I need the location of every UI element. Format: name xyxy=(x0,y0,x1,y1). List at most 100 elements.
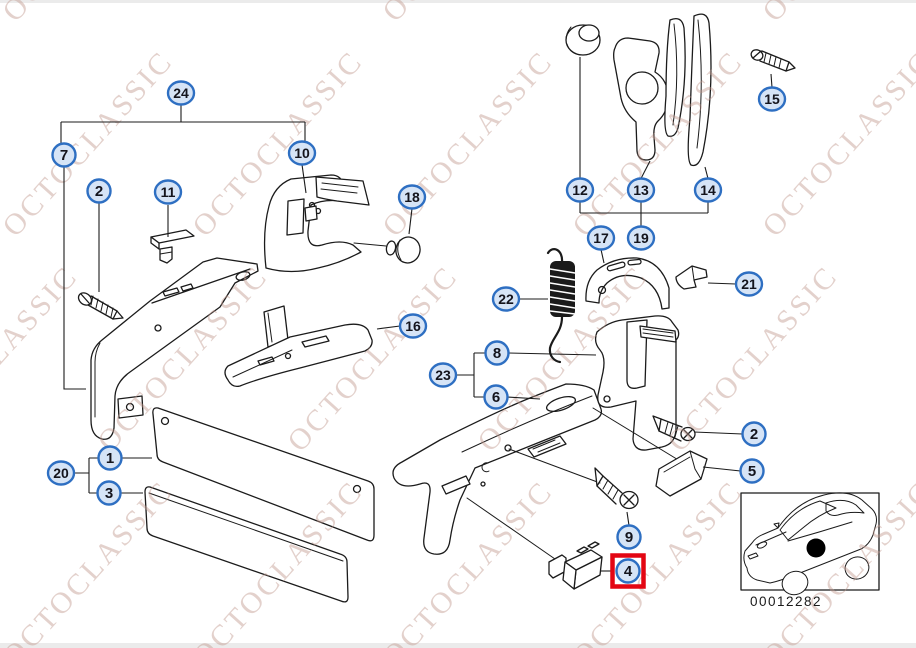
part-8-panel xyxy=(594,315,680,451)
top-edge xyxy=(0,0,916,3)
diagram-code: 00012282 xyxy=(750,594,822,609)
leader-8 xyxy=(508,352,597,356)
part-2-screw-right xyxy=(652,415,696,442)
callout-20-label: 20 xyxy=(53,465,69,481)
leader-23-bracket xyxy=(456,352,486,398)
callout-7[interactable]: 7 xyxy=(51,142,77,168)
leader-20-bracket xyxy=(74,457,99,494)
leader-24-bracket xyxy=(60,104,306,143)
callout-24-label: 24 xyxy=(173,85,189,101)
part-5-cover xyxy=(655,450,708,497)
watermark-text: OCTOCLASSIC xyxy=(0,0,180,28)
callout-14[interactable]: 14 xyxy=(693,177,723,203)
part-15-screw xyxy=(750,49,796,72)
part-16-rail xyxy=(224,305,373,388)
callout-13-label: 13 xyxy=(633,182,649,198)
callout-17[interactable]: 17 xyxy=(586,225,616,251)
callout-4-highlighted[interactable]: 4 xyxy=(615,558,641,584)
callout-16-label: 16 xyxy=(405,318,421,334)
watermark-text: OCTOCLASSIC xyxy=(376,474,559,648)
leader-21 xyxy=(707,282,737,285)
car-outline xyxy=(743,492,877,596)
callout-6[interactable]: 6 xyxy=(483,384,509,410)
callout-16[interactable]: 16 xyxy=(398,313,428,339)
part-3-panel xyxy=(144,486,349,603)
part-10-shell xyxy=(263,174,370,273)
callout-9-label: 9 xyxy=(625,529,633,546)
callout-20[interactable]: 20 xyxy=(46,460,76,486)
watermark-text: OCTOCLASSIC xyxy=(0,44,180,243)
callout-8-label: 8 xyxy=(493,345,501,362)
leader-10 xyxy=(301,164,307,194)
callout-2-left-label: 2 xyxy=(95,183,103,200)
part-9-screw xyxy=(594,467,639,510)
callout-12-label: 12 xyxy=(572,182,588,198)
callout-7-label: 7 xyxy=(60,147,68,164)
callout-22[interactable]: 22 xyxy=(491,286,521,312)
leader-14 xyxy=(704,166,709,179)
part-12-grommet xyxy=(565,24,601,56)
callouts-layer: 24 7 2 11 10 18 12 13 14 15 17 19 21 22 … xyxy=(46,80,787,584)
callout-10[interactable]: 10 xyxy=(287,140,317,166)
part-11-clip xyxy=(150,229,195,264)
callout-15-label: 15 xyxy=(764,91,780,107)
watermark-text: OCTOCLASSIC xyxy=(376,0,559,28)
callout-11[interactable]: 11 xyxy=(153,179,183,205)
callout-6-label: 6 xyxy=(492,389,500,406)
part-17-bracket xyxy=(585,257,670,310)
callout-1[interactable]: 1 xyxy=(97,445,123,471)
watermark-text: OCTOCLASSIC xyxy=(0,474,180,648)
callout-2-left[interactable]: 2 xyxy=(86,178,112,204)
callout-8[interactable]: 8 xyxy=(484,340,510,366)
callout-5-label: 5 xyxy=(748,463,756,480)
callout-10-label: 10 xyxy=(294,145,310,161)
part-4-cover xyxy=(548,541,603,590)
callout-18-label: 18 xyxy=(404,189,420,205)
callout-2-right-label: 2 xyxy=(750,426,758,443)
callout-9[interactable]: 9 xyxy=(616,524,642,550)
callout-3-label: 3 xyxy=(105,485,113,502)
parts-line-art xyxy=(77,13,880,603)
part-13-panel xyxy=(613,37,669,161)
leader-2-right xyxy=(693,431,743,435)
bottom-edge xyxy=(0,643,916,648)
callout-21-label: 21 xyxy=(741,276,757,292)
car-inset xyxy=(740,492,880,596)
callout-24[interactable]: 24 xyxy=(166,80,196,106)
watermark-text: OCTOCLASSIC xyxy=(756,44,916,243)
leader-18 xyxy=(408,208,413,235)
callout-14-label: 14 xyxy=(700,182,716,198)
part-2-screw-left xyxy=(77,292,124,320)
leader-16 xyxy=(376,325,401,330)
highlight-box[interactable] xyxy=(610,553,646,589)
leader-5 xyxy=(702,466,741,472)
leader-15 xyxy=(770,73,773,88)
callout-5[interactable]: 5 xyxy=(739,458,765,484)
callout-13[interactable]: 13 xyxy=(626,177,656,203)
callout-2-right[interactable]: 2 xyxy=(741,421,767,447)
callout-3[interactable]: 3 xyxy=(96,480,122,506)
part-7-panel xyxy=(90,257,259,440)
leader-7 xyxy=(63,166,86,390)
part-14-trims xyxy=(664,13,712,167)
callout-12[interactable]: 12 xyxy=(565,177,595,203)
part-1-panel xyxy=(152,407,375,542)
watermark-text: OCTOCLASSIC xyxy=(376,44,559,243)
callout-4-label: 4 xyxy=(624,563,633,580)
callout-23-label: 23 xyxy=(435,367,451,383)
callout-23[interactable]: 23 xyxy=(428,362,458,388)
part-18-knob xyxy=(353,236,421,264)
leader-17 xyxy=(600,249,605,264)
callout-21[interactable]: 21 xyxy=(734,271,764,297)
leader-9 xyxy=(626,511,630,526)
callout-19[interactable]: 19 xyxy=(626,225,656,251)
callout-18[interactable]: 18 xyxy=(397,184,427,210)
callout-15[interactable]: 15 xyxy=(757,86,787,112)
part-6-panel xyxy=(392,383,603,555)
part-22-spring xyxy=(546,248,576,364)
leader-19-bracket xyxy=(579,201,709,227)
callout-19-label: 19 xyxy=(633,230,649,246)
callout-22-label: 22 xyxy=(498,291,514,307)
